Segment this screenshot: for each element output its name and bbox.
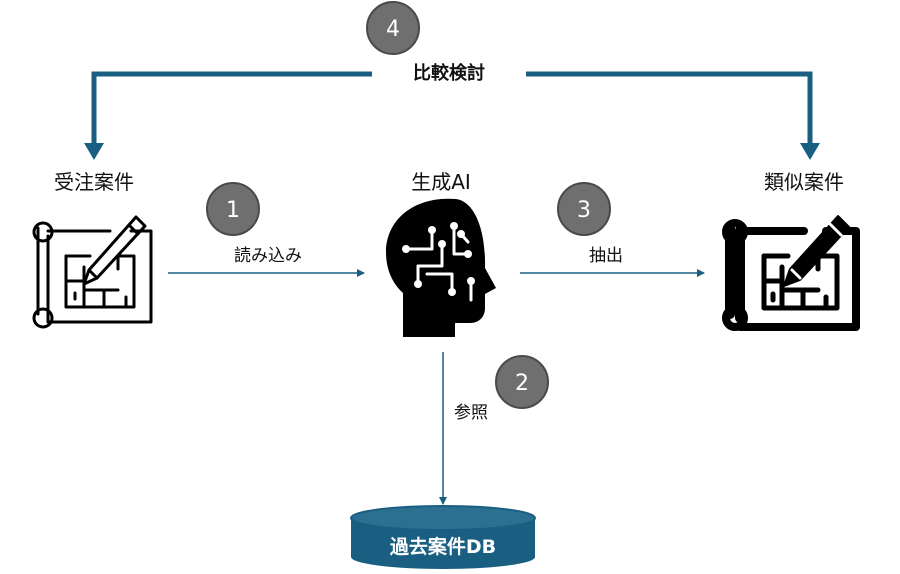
step-2-label: 参照 bbox=[454, 403, 488, 423]
order-label: 受注案件 bbox=[54, 170, 134, 194]
database-label: 過去案件DB bbox=[390, 535, 496, 558]
compare-connector bbox=[84, 71, 820, 160]
compare-line-right bbox=[526, 71, 813, 143]
step-1-number: 1 bbox=[226, 198, 240, 223]
step-4-label: 比較検討 bbox=[413, 62, 485, 84]
ai-head-circuit-icon bbox=[386, 198, 496, 337]
step-1-badge: 1 bbox=[206, 182, 260, 236]
database-node: 過去案件DB bbox=[350, 505, 536, 569]
step-4-number: 4 bbox=[386, 17, 400, 42]
step-3-label: 抽出 bbox=[589, 246, 623, 266]
compare-arrowhead-left bbox=[84, 143, 104, 160]
database-body bbox=[351, 518, 535, 569]
step-1-label: 読み込み bbox=[234, 246, 302, 266]
step-2-badge: 2 bbox=[495, 355, 549, 409]
similar-label: 類似案件 bbox=[764, 170, 844, 194]
blueprint-pencil-filled-icon bbox=[722, 215, 860, 331]
step-2-number: 2 bbox=[515, 371, 529, 396]
step-3-number: 3 bbox=[577, 198, 591, 223]
compare-arrowhead-right bbox=[800, 143, 820, 160]
step-4-badge: 4 bbox=[366, 1, 420, 55]
ai-label: 生成AI bbox=[411, 170, 471, 194]
database-top bbox=[350, 505, 536, 531]
blueprint-pencil-outline-icon bbox=[32, 215, 153, 329]
compare-line-left bbox=[91, 71, 372, 143]
step-3-badge: 3 bbox=[557, 182, 611, 236]
